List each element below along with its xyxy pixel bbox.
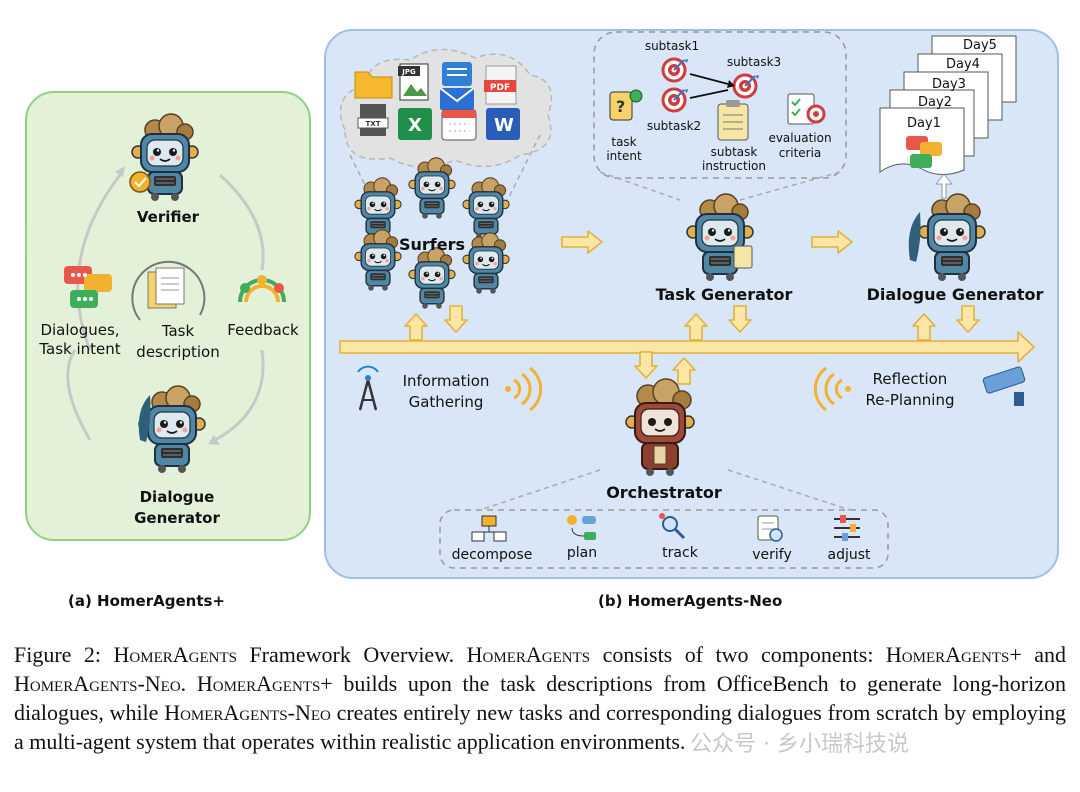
- svg-text:W: W: [494, 115, 514, 136]
- quill-icon-b: [908, 212, 921, 262]
- action-track: track: [662, 545, 699, 561]
- task-generator-clipboard-icon: [733, 245, 753, 269]
- jpg-file-icon: JPG: [398, 63, 429, 101]
- day2-label: Day2: [918, 95, 952, 110]
- task-label-line2: description: [136, 343, 219, 361]
- surfers-label: Surfers: [399, 235, 465, 254]
- day-chat-icon: [906, 136, 942, 168]
- info-gathering-line1: Information: [403, 372, 490, 390]
- reflection-line1: Reflection: [873, 370, 948, 388]
- svg-text:TXT: TXT: [366, 120, 381, 128]
- txt-file-icon: TXT: [357, 104, 389, 136]
- action-verify: verify: [752, 547, 792, 563]
- day3-label: Day3: [932, 77, 966, 92]
- task-intent-line2: intent: [606, 149, 642, 163]
- panel-a-caption: (a) HomerAgents+: [68, 592, 225, 610]
- evaluation-line1: evaluation: [768, 131, 831, 145]
- svg-text:?: ?: [616, 97, 625, 116]
- svg-text:X: X: [408, 115, 422, 136]
- track-icon: [659, 513, 686, 540]
- panel-b-background: [324, 29, 1059, 579]
- actions-box: [439, 509, 889, 569]
- task-details-box: [593, 31, 847, 179]
- info-gathering-line2: Gathering: [409, 393, 484, 411]
- subtask1-label: subtask1: [645, 39, 699, 53]
- document-icon: [147, 267, 185, 309]
- day1-label: Day1: [907, 116, 941, 131]
- dialogue-generator-a-line1: Dialogue: [140, 488, 215, 506]
- day5-label: Day5: [963, 38, 997, 53]
- decompose-icon: [471, 515, 507, 542]
- feedback-icon: [238, 275, 286, 303]
- calendar-icon: [441, 109, 477, 141]
- reflection-line2: Re-Planning: [865, 391, 954, 409]
- evaluation-line2: criteria: [779, 146, 822, 160]
- dialogues-label-line2: Task intent: [38, 340, 120, 358]
- subtask-instruction-line2: instruction: [702, 159, 766, 173]
- verifier-check-badge-icon: [129, 171, 151, 193]
- main-flow-arrow: [339, 331, 1035, 363]
- orchestrator-label: Orchestrator: [606, 483, 722, 502]
- pdf-file-icon: PDF: [484, 65, 517, 105]
- panel-b-caption: (b) HomerAgents-Neo: [598, 592, 783, 610]
- verify-icon: [757, 515, 783, 542]
- task-generator-label: Task Generator: [656, 285, 793, 304]
- svg-text:PDF: PDF: [490, 83, 510, 93]
- svg-text:JPG: JPG: [401, 68, 416, 76]
- panel-a-background: [25, 91, 311, 541]
- feedback-label: Feedback: [227, 321, 299, 339]
- chat-bubbles-icon: [64, 266, 112, 308]
- plan-icon: [567, 515, 596, 540]
- evaluation-icon: [787, 93, 826, 125]
- subtask-instruction-line1: subtask: [711, 145, 758, 159]
- subtask3-label: subtask3: [727, 55, 781, 69]
- subtask2-label: subtask2: [647, 119, 701, 133]
- verifier-label: Verifier: [137, 208, 200, 226]
- folder-icon: [354, 71, 393, 99]
- dialogues-label-line1: Dialogues,: [40, 321, 119, 339]
- word-icon: W: [486, 108, 520, 140]
- newspaper-icon: [442, 62, 472, 86]
- task-intent-icon: ?: [609, 89, 643, 121]
- mail-icon: [439, 87, 475, 110]
- action-plan: plan: [567, 545, 597, 561]
- day4-label: Day4: [946, 57, 980, 72]
- dialogue-generator-a-line2: Generator: [134, 509, 220, 527]
- signal-right-icon: [505, 366, 543, 412]
- camera-icon: [982, 366, 1026, 406]
- excel-icon: X: [398, 108, 432, 140]
- quill-icon: [138, 395, 151, 442]
- action-decompose: decompose: [452, 547, 533, 563]
- task-label-line1: Task: [161, 322, 195, 340]
- action-adjust: adjust: [827, 547, 871, 563]
- dialogue-generator-b-label: Dialogue Generator: [867, 285, 1044, 304]
- signal-left-icon: [813, 366, 851, 412]
- figure-caption: Figure 2: HomerAgents Framework Overview…: [14, 642, 1067, 754]
- watermark: 公众号 · 乡小瑞科技说: [690, 732, 909, 757]
- antenna-tower-icon: [357, 365, 379, 411]
- adjust-icon: [834, 515, 860, 541]
- task-intent-line1: task: [611, 135, 636, 149]
- clipboard-icon: [717, 100, 749, 141]
- framework-diagram: Verifier Dialogues, Task intent Task des…: [25, 29, 1059, 579]
